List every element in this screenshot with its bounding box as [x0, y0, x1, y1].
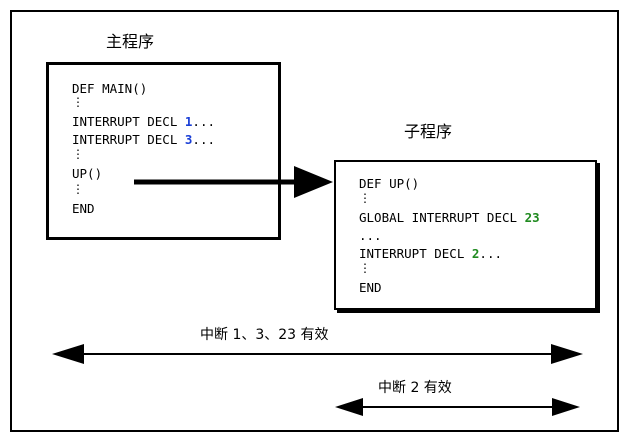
subprogram-box: [334, 160, 597, 310]
main-program-box: [46, 62, 281, 240]
sub-code-line-ellipsis: ...: [359, 228, 382, 243]
decl-keyword: INTERRUPT DECL: [359, 246, 472, 261]
main-code-line-decl-1: INTERRUPT DECL 1...: [72, 114, 215, 129]
interrupt-number-3: 3: [184, 132, 193, 147]
main-code-line-end: END: [72, 201, 95, 216]
main-program-heading: 主程序: [106, 32, 155, 51]
global-decl-keyword: GLOBAL INTERRUPT DECL: [359, 210, 525, 225]
main-code-ellipsis-2: ⋮: [72, 147, 84, 161]
outer-frame: [10, 10, 619, 432]
subprogram-heading: 子程序: [404, 122, 453, 141]
interrupt-number-23: 23: [524, 210, 540, 225]
sub-code-line-def: DEF UP(): [359, 176, 420, 191]
sub-code-ellipsis-2: ⋮: [359, 261, 371, 275]
decl-keyword: INTERRUPT DECL: [72, 114, 185, 129]
main-code-line-decl-3: INTERRUPT DECL 3...: [72, 132, 215, 147]
interrupt-number-1: 1: [184, 114, 193, 129]
sub-code-line-decl-2: INTERRUPT DECL 2...: [359, 246, 502, 261]
global-range-arrow: [52, 344, 583, 364]
decl-ellipsis: ...: [192, 114, 215, 129]
local-range-arrow: [335, 398, 580, 416]
main-code-ellipsis-3: ⋮: [72, 182, 84, 196]
main-code-ellipsis-1: ⋮: [72, 95, 84, 109]
main-code-line-call-up: UP(): [72, 166, 103, 181]
sub-code-line-global-decl: GLOBAL INTERRUPT DECL 23: [359, 210, 540, 225]
sub-code-line-end: END: [359, 280, 382, 295]
global-range-label: 中断 1、3、23 有效: [200, 327, 329, 343]
decl-keyword: INTERRUPT DECL: [72, 132, 185, 147]
sub-code-ellipsis-1: ⋮: [359, 191, 371, 205]
interrupt-number-2: 2: [471, 246, 480, 261]
decl-ellipsis: ...: [479, 246, 502, 261]
main-code-line-def: DEF MAIN(): [72, 81, 148, 96]
decl-ellipsis: ...: [192, 132, 215, 147]
call-arrow: [134, 166, 333, 198]
local-range-label: 中断 2 有效: [378, 380, 452, 396]
